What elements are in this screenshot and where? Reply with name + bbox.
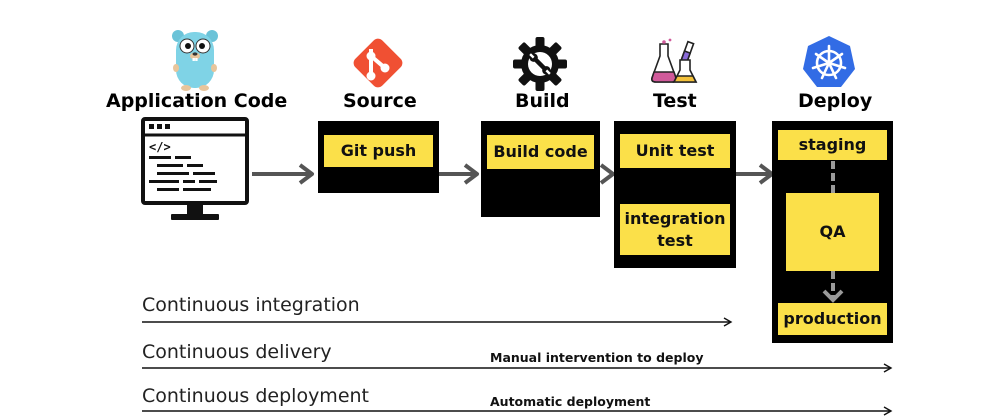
stage-title-source: Source [343,90,417,112]
code-monitor-icon: </> [141,117,249,220]
track-label-continuous-delivery: Continuous delivery [142,341,332,363]
track-arrow-continuous-integration [142,317,733,327]
stage-title-deploy: Deploy [798,90,873,112]
stage-title-build: Build [515,90,570,112]
gopher-mascot-icon [172,30,218,91]
step-qa: QA [786,193,879,271]
git-logo-icon [353,38,403,88]
track-note-manual-intervention: Manual intervention to deploy [490,350,704,365]
lab-flasks-icon [651,38,698,83]
track-arrow-continuous-deployment [142,406,893,416]
track-note-automatic-deployment: Automatic deployment [490,394,651,409]
step-git-push: Git push [324,135,433,167]
staging-to-qa-connector [831,161,835,193]
track-arrow-continuous-delivery [142,363,893,373]
stage-title-test: Test [653,90,697,112]
kubernetes-logo-icon [803,36,855,87]
step-production: production [778,303,887,335]
flow-arrow-build-to-test [599,163,615,185]
test-panel: Unit test integration test [614,121,736,268]
step-build-code: Build code [487,135,594,169]
track-label-continuous-integration: Continuous integration [142,294,360,316]
step-unit-test: Unit test [620,134,730,168]
stage-title-application-code: Application Code [106,90,288,112]
flow-arrow-code-to-source [252,163,314,185]
source-panel: Git push [318,121,439,193]
qa-to-production-connector [822,271,844,303]
svg-text:</>: </> [149,140,171,154]
track-label-continuous-deployment: Continuous deployment [142,385,369,407]
deploy-panel: staging QA production [772,121,893,343]
flow-arrow-test-to-deploy [736,163,774,185]
gear-wrench-icon [513,37,567,91]
flow-arrow-source-to-build [439,163,479,185]
step-staging: staging [778,130,887,160]
build-panel: Build code [481,121,600,217]
step-integration-test: integration test [620,204,730,255]
